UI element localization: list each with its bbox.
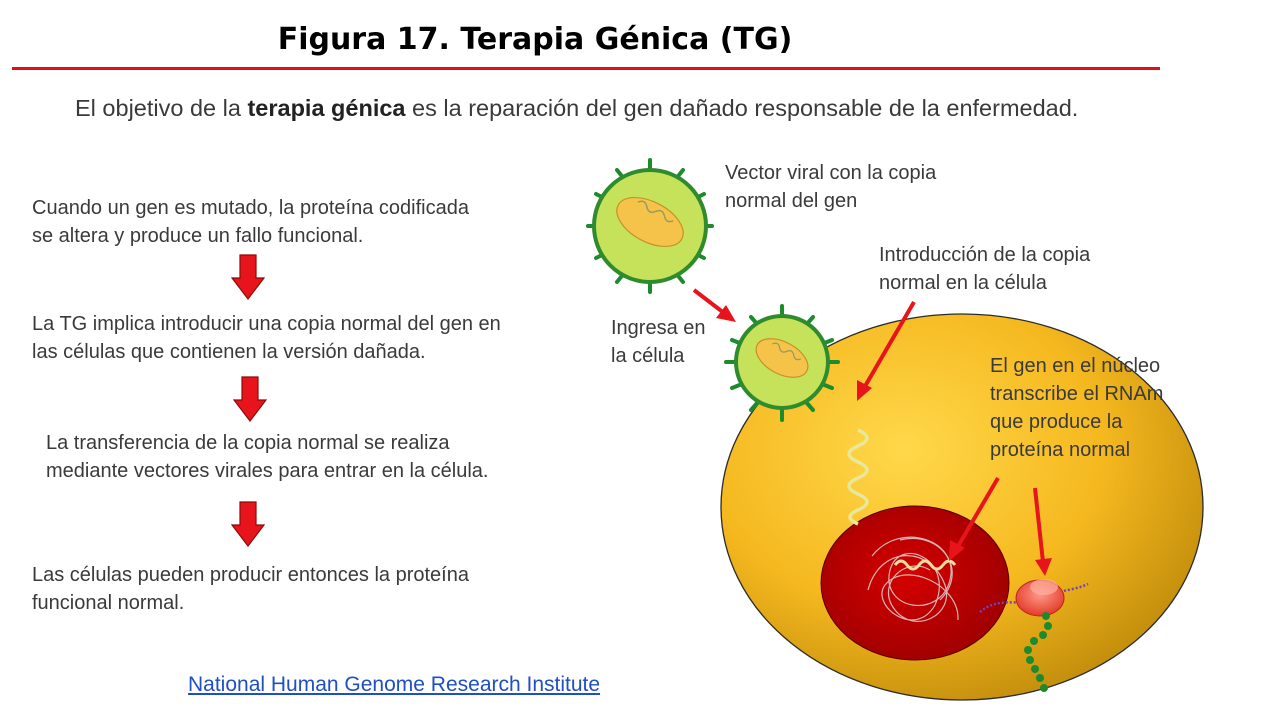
step-4: Las células pueden producir entonces la … (32, 561, 469, 617)
step-arrow-down-icon (231, 254, 265, 300)
intro-sentence: El objetivo de la terapia génica es la r… (75, 95, 1235, 122)
label-vector-line-2: normal del gen (725, 190, 858, 212)
title-underline (12, 67, 1160, 70)
label-vector-viral: Vector viral con la copia normal del gen (725, 159, 936, 215)
chromatin-tangle (867, 536, 959, 622)
label-nucleo-line-3: que produce la (990, 411, 1123, 433)
cell-nucleus (820, 505, 1010, 661)
label-nucleo: El gen en el núcleo transcribe el RNAm q… (990, 352, 1163, 464)
viral-vector-icon (586, 158, 714, 294)
step-3-line-2: mediante vectores virales para entrar en… (46, 460, 489, 482)
label-nucleo-line-4: proteína normal (990, 439, 1131, 461)
label-ingresa-line-1: Ingresa en (611, 317, 706, 339)
step-3: La transferencia de la copia normal se r… (46, 429, 488, 485)
step-4-line-1: Las células pueden producir entonces la … (32, 564, 469, 586)
protein-chain (1024, 612, 1052, 692)
step-arrow-down-icon (231, 501, 265, 547)
viral-vector-entering-icon (724, 304, 840, 422)
step-arrow-down-icon (233, 376, 267, 422)
intro-text-after: es la reparación del gen dañado responsa… (405, 95, 1079, 121)
page-title: Figura 17. Terapia Génica (TG) (277, 22, 793, 57)
label-introduccion: Introducción de la copia normal en la cé… (879, 241, 1090, 297)
label-ingresa: Ingresa en la célula (611, 314, 706, 370)
label-introduccion-line-2: normal en la célula (879, 272, 1047, 294)
step-1-line-1: Cuando un gen es mutado, la proteína cod… (32, 197, 469, 219)
step-3-line-1: La transferencia de la copia normal se r… (46, 432, 450, 454)
pointer-arrows (692, 288, 1052, 576)
inserted-gene (893, 559, 957, 571)
step-2-line-2: las células que contienen la versión dañ… (32, 341, 426, 363)
label-ingresa-line-2: la célula (611, 345, 685, 367)
label-vector-line-1: Vector viral con la copia (725, 162, 937, 184)
intro-text-before: El objetivo de la (75, 95, 248, 121)
label-nucleo-line-2: transcribe el RNAm (990, 383, 1164, 405)
step-1: Cuando un gen es mutado, la proteína cod… (32, 194, 469, 250)
source-link[interactable]: National Human Genome Research Institute (188, 673, 601, 696)
step-2: La TG implica introducir una copia norma… (32, 310, 501, 366)
step-2-line-1: La TG implica introducir una copia norma… (32, 313, 501, 335)
step-1-line-2: se altera y produce un fallo funcional. (32, 225, 364, 247)
intro-text-bold: terapia génica (247, 95, 406, 121)
mrna-strand (979, 582, 1089, 613)
label-nucleo-line-1: El gen en el núcleo (990, 355, 1161, 377)
step-4-line-2: funcional normal. (32, 592, 185, 614)
label-introduccion-line-1: Introducción de la copia (879, 244, 1091, 266)
gene-copy-cytoplasm (847, 428, 869, 526)
